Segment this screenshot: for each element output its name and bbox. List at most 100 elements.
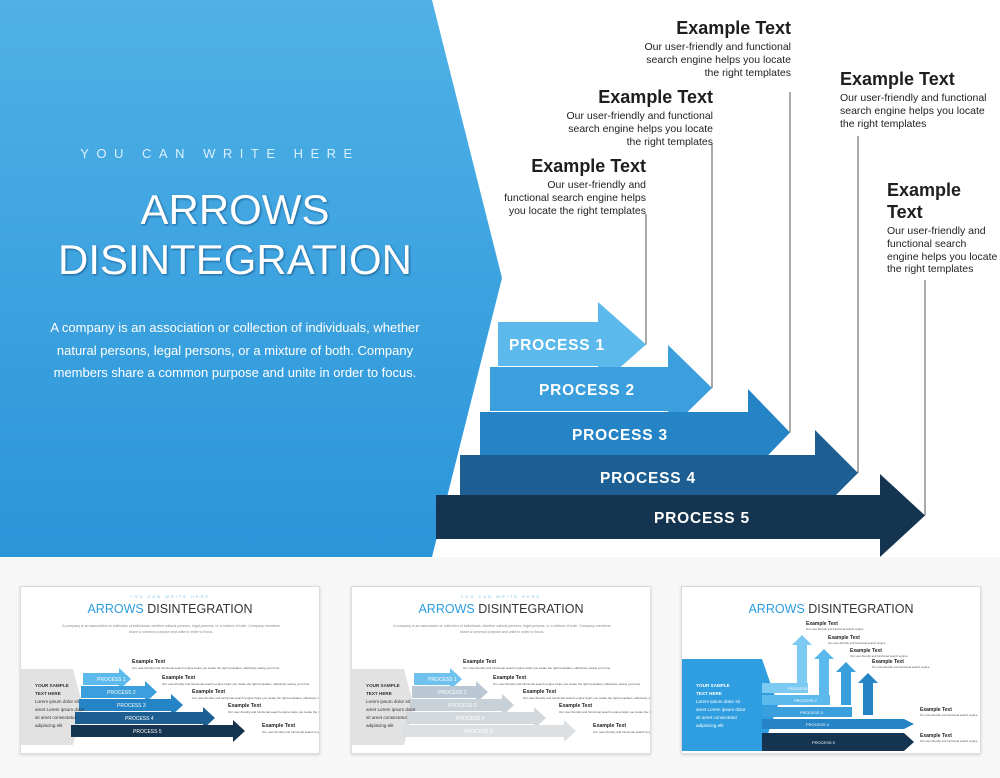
thumb-process-arrow-5: PROCESS 5 bbox=[71, 720, 245, 742]
thumb-callout-text: Our user-friendly and functional search … bbox=[463, 666, 611, 670]
thumb-arrow-shape bbox=[858, 673, 878, 715]
thumb-process-label: PROCESS 5 bbox=[812, 740, 836, 745]
process-arrow-4: PROCESS 4 bbox=[460, 430, 858, 516]
callout-1: Example Text Our user-friendly and funct… bbox=[500, 155, 646, 217]
thumb-side-title-2: TEXT HERE bbox=[366, 691, 392, 696]
thumb-callout-title: Example Text bbox=[828, 635, 860, 641]
thumb-callout-text: Our user-friendly and functional search … bbox=[593, 730, 651, 734]
thumb3-band-5: PROCESS 5 bbox=[762, 733, 914, 751]
thumb-title-accent: ARROWS bbox=[748, 602, 805, 616]
thumb-arrow-shape bbox=[792, 635, 812, 685]
thumb3-up-arrow-1: Example Text Our user-friendly and functi… bbox=[792, 621, 864, 685]
thumb-side-panel bbox=[682, 659, 778, 751]
thumb-arrow-shape bbox=[814, 649, 834, 695]
thumb-side-title-1: YOUR SAMPLE bbox=[35, 683, 69, 688]
thumb-process-arrow-2: PROCESS 2 bbox=[412, 681, 488, 703]
thumb-callout-title: Example Text bbox=[262, 723, 295, 729]
thumb-title-accent: ARROWS bbox=[87, 602, 144, 616]
thumb-process-label: PROCESS 4 bbox=[125, 716, 154, 722]
thumb-arrow-shape bbox=[83, 668, 131, 690]
thumb-callout-title: Example Text bbox=[593, 723, 626, 729]
title-line-2: DISINTEGRATION bbox=[58, 236, 412, 283]
thumb-arrow-shape bbox=[410, 694, 514, 716]
process-arrow-3: PROCESS 3 bbox=[480, 389, 790, 476]
thumb-process-label: PROCESS 2 bbox=[438, 690, 467, 696]
thumb-process-label: PROCESS 3 bbox=[800, 710, 824, 715]
thumb-process-label: PROCESS 2 bbox=[794, 698, 818, 703]
thumb-callout-title: Example Text bbox=[463, 659, 496, 665]
callout-2: Example Text Our user-friendly and funct… bbox=[566, 86, 714, 148]
thumb-callout-title: Example Text bbox=[228, 703, 261, 709]
thumb-process-label: PROCESS 1 bbox=[788, 686, 812, 691]
thumb-callout-text: Our user-friendly and functional search … bbox=[559, 710, 651, 714]
thumb-process-label: PROCESS 1 bbox=[428, 677, 457, 683]
thumb-callout-title: Example Text bbox=[920, 733, 952, 739]
callout-text: Our user-friendly and functional search … bbox=[840, 92, 987, 130]
thumb-eyebrow: YOU CAN WRITE HERE bbox=[460, 594, 542, 599]
thumb-process-arrow-5: PROCESS 5 bbox=[402, 720, 576, 742]
thumb-process-label: PROCESS 5 bbox=[464, 729, 493, 735]
callout-title: Example Text bbox=[676, 18, 791, 38]
thumb-callout-title: Example Text bbox=[850, 648, 882, 654]
callout-4: Example Text Our user-friendly and funct… bbox=[840, 68, 990, 130]
thumb-process-arrow-4: PROCESS 4 bbox=[406, 707, 546, 729]
thumb-side-panel bbox=[352, 669, 414, 745]
thumb-side-body: Lorem ipsum dolor sit amet Lorem ipsum d… bbox=[366, 699, 416, 728]
thumb-process-label: PROCESS 3 bbox=[117, 703, 146, 709]
thumb-callout-text: Our user-friendly and functional search … bbox=[920, 713, 978, 717]
process-arrow-shape bbox=[498, 302, 646, 387]
process-label: PROCESS 4 bbox=[600, 470, 696, 487]
thumb-side-text: YOUR SAMPLE TEXT HERE Lorem ipsum dolor … bbox=[696, 682, 748, 730]
thumb-callout-text: Our user-friendly and functional search … bbox=[850, 654, 908, 658]
thumb-title: ARROWS DISINTEGRATION bbox=[352, 602, 650, 616]
process-arrow-shape bbox=[480, 389, 790, 476]
thumb-arrow-shape bbox=[762, 733, 914, 751]
thumb-arrow-shape bbox=[836, 662, 856, 705]
thumb-process-arrow-1: PROCESS 1 bbox=[414, 668, 462, 690]
process-label: PROCESS 1 bbox=[509, 337, 605, 354]
thumb-callout-title: Example Text bbox=[872, 659, 904, 665]
callout-text: Our user-friendly and functional search … bbox=[566, 110, 714, 148]
thumb-callout-text: Our user-friendly and functional search … bbox=[228, 710, 320, 714]
thumb-callout-title: Example Text bbox=[493, 675, 526, 681]
thumb-process-label: PROCESS 4 bbox=[456, 716, 485, 722]
thumb-callout-text: Our user-friendly and functional search … bbox=[132, 666, 280, 670]
thumb-title-rest: DISINTEGRATION bbox=[147, 602, 253, 616]
thumb-process-label: PROCESS 2 bbox=[107, 690, 136, 696]
thumb3-band-4: PROCESS 4 bbox=[762, 719, 914, 729]
thumb-arrow-shape bbox=[762, 695, 830, 705]
thumb-callout-title: Example Text bbox=[523, 689, 556, 695]
thumb-process-label: PROCESS 1 bbox=[97, 677, 126, 683]
thumb-side-title-1: YOUR SAMPLE bbox=[696, 683, 730, 688]
thumb-title-rest: DISINTEGRATION bbox=[808, 602, 914, 616]
process-label: PROCESS 3 bbox=[572, 427, 668, 444]
callout-text: Our user-friendly and functional search … bbox=[504, 179, 646, 217]
thumb-side-title-1: YOUR SAMPLE bbox=[366, 683, 400, 688]
thumb-arrow-shape bbox=[402, 720, 576, 742]
thumb-process-label: PROCESS 5 bbox=[133, 729, 162, 735]
process-label: PROCESS 5 bbox=[654, 510, 750, 527]
thumb-arrow-shape bbox=[762, 707, 852, 717]
thumb-arrow-shape bbox=[81, 681, 157, 703]
callout-5: Example Text Our user-friendly and funct… bbox=[887, 179, 999, 276]
thumb-arrow-shape bbox=[79, 694, 183, 716]
thumb3-band-3: PROCESS 3 bbox=[762, 707, 852, 717]
thumb-title: ARROWS DISINTEGRATION bbox=[682, 602, 980, 616]
callout-title: Example Text bbox=[887, 180, 962, 222]
thumb-callout-title: Example Text bbox=[132, 659, 165, 665]
thumb-process-label: PROCESS 3 bbox=[448, 703, 477, 709]
thumb-callout-text: Our user-friendly and functional search … bbox=[806, 627, 864, 631]
thumb-process-arrow-3: PROCESS 3 bbox=[79, 694, 183, 716]
thumb3-band-2: PROCESS 2 bbox=[762, 695, 830, 705]
callout-text: Our user-friendly and functional search … bbox=[644, 41, 792, 79]
slide-title: ARROWS DISINTEGRATION bbox=[20, 185, 450, 285]
thumb-arrow-shape bbox=[75, 707, 215, 729]
title-line-1: ARROWS bbox=[140, 186, 330, 233]
thumb-arrow-shape bbox=[406, 707, 546, 729]
